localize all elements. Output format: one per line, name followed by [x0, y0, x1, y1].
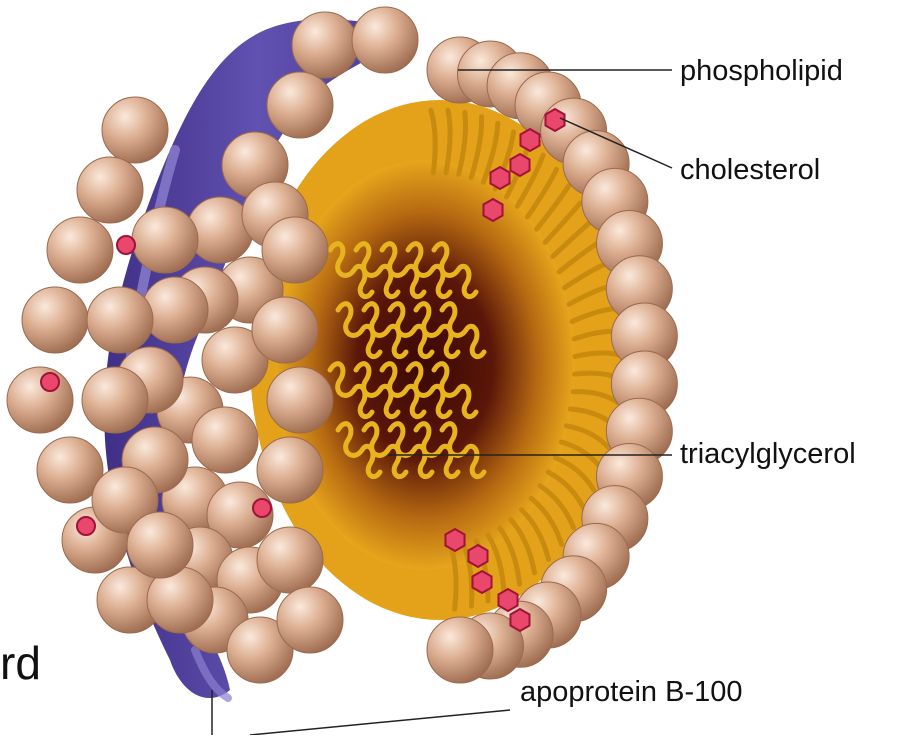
phospholipid-head	[102, 97, 168, 163]
cholesterol-ring	[472, 571, 491, 593]
phospholipid-head	[132, 207, 198, 273]
cholesterol-ring	[510, 154, 529, 176]
phospholipid-head	[267, 367, 333, 433]
phospholipid-head	[267, 72, 333, 138]
cholesterol-label: cholesterol	[680, 156, 820, 185]
cholesterol-ring	[468, 545, 487, 567]
cropped-text-fragment: rd	[0, 640, 41, 686]
phospholipid-head	[352, 7, 418, 73]
phospholipid-head	[257, 527, 323, 593]
phospholipid-head	[77, 157, 143, 223]
phospholipid-label: phospholipid	[680, 57, 843, 86]
phospholipid-head	[277, 587, 343, 653]
cholesterol-molecule	[77, 517, 95, 535]
cholesterol-ring	[490, 167, 509, 189]
triacylglycerol-label: triacylglycerol	[680, 440, 856, 469]
phospholipid-head	[82, 367, 148, 433]
cholesterol-molecule	[117, 236, 135, 254]
phospholipid-head	[252, 297, 318, 363]
phospholipid-head	[47, 217, 113, 283]
cholesterol-ring	[445, 529, 464, 551]
phospholipid-head	[7, 367, 73, 433]
cholesterol-molecule	[253, 499, 271, 517]
cholesterol-ring	[498, 589, 517, 611]
cholesterol-ring	[510, 609, 529, 631]
phospholipid-head	[192, 407, 258, 473]
lipid-core-inner	[275, 160, 575, 570]
phospholipid-head	[127, 512, 193, 578]
phospholipid-head	[262, 217, 328, 283]
phospholipid-head	[87, 287, 153, 353]
cholesterol-ring	[520, 129, 539, 151]
cholesterol-ring	[545, 109, 564, 131]
cholesterol-molecule	[41, 373, 59, 391]
phospholipid-head	[427, 617, 493, 683]
leader-line	[250, 710, 510, 735]
cholesterol-ring	[483, 199, 502, 221]
phospholipid-head	[22, 287, 88, 353]
apoprotein-label: apoprotein B-100	[520, 678, 743, 707]
phospholipid-head	[257, 437, 323, 503]
phospholipid-head	[292, 12, 358, 78]
